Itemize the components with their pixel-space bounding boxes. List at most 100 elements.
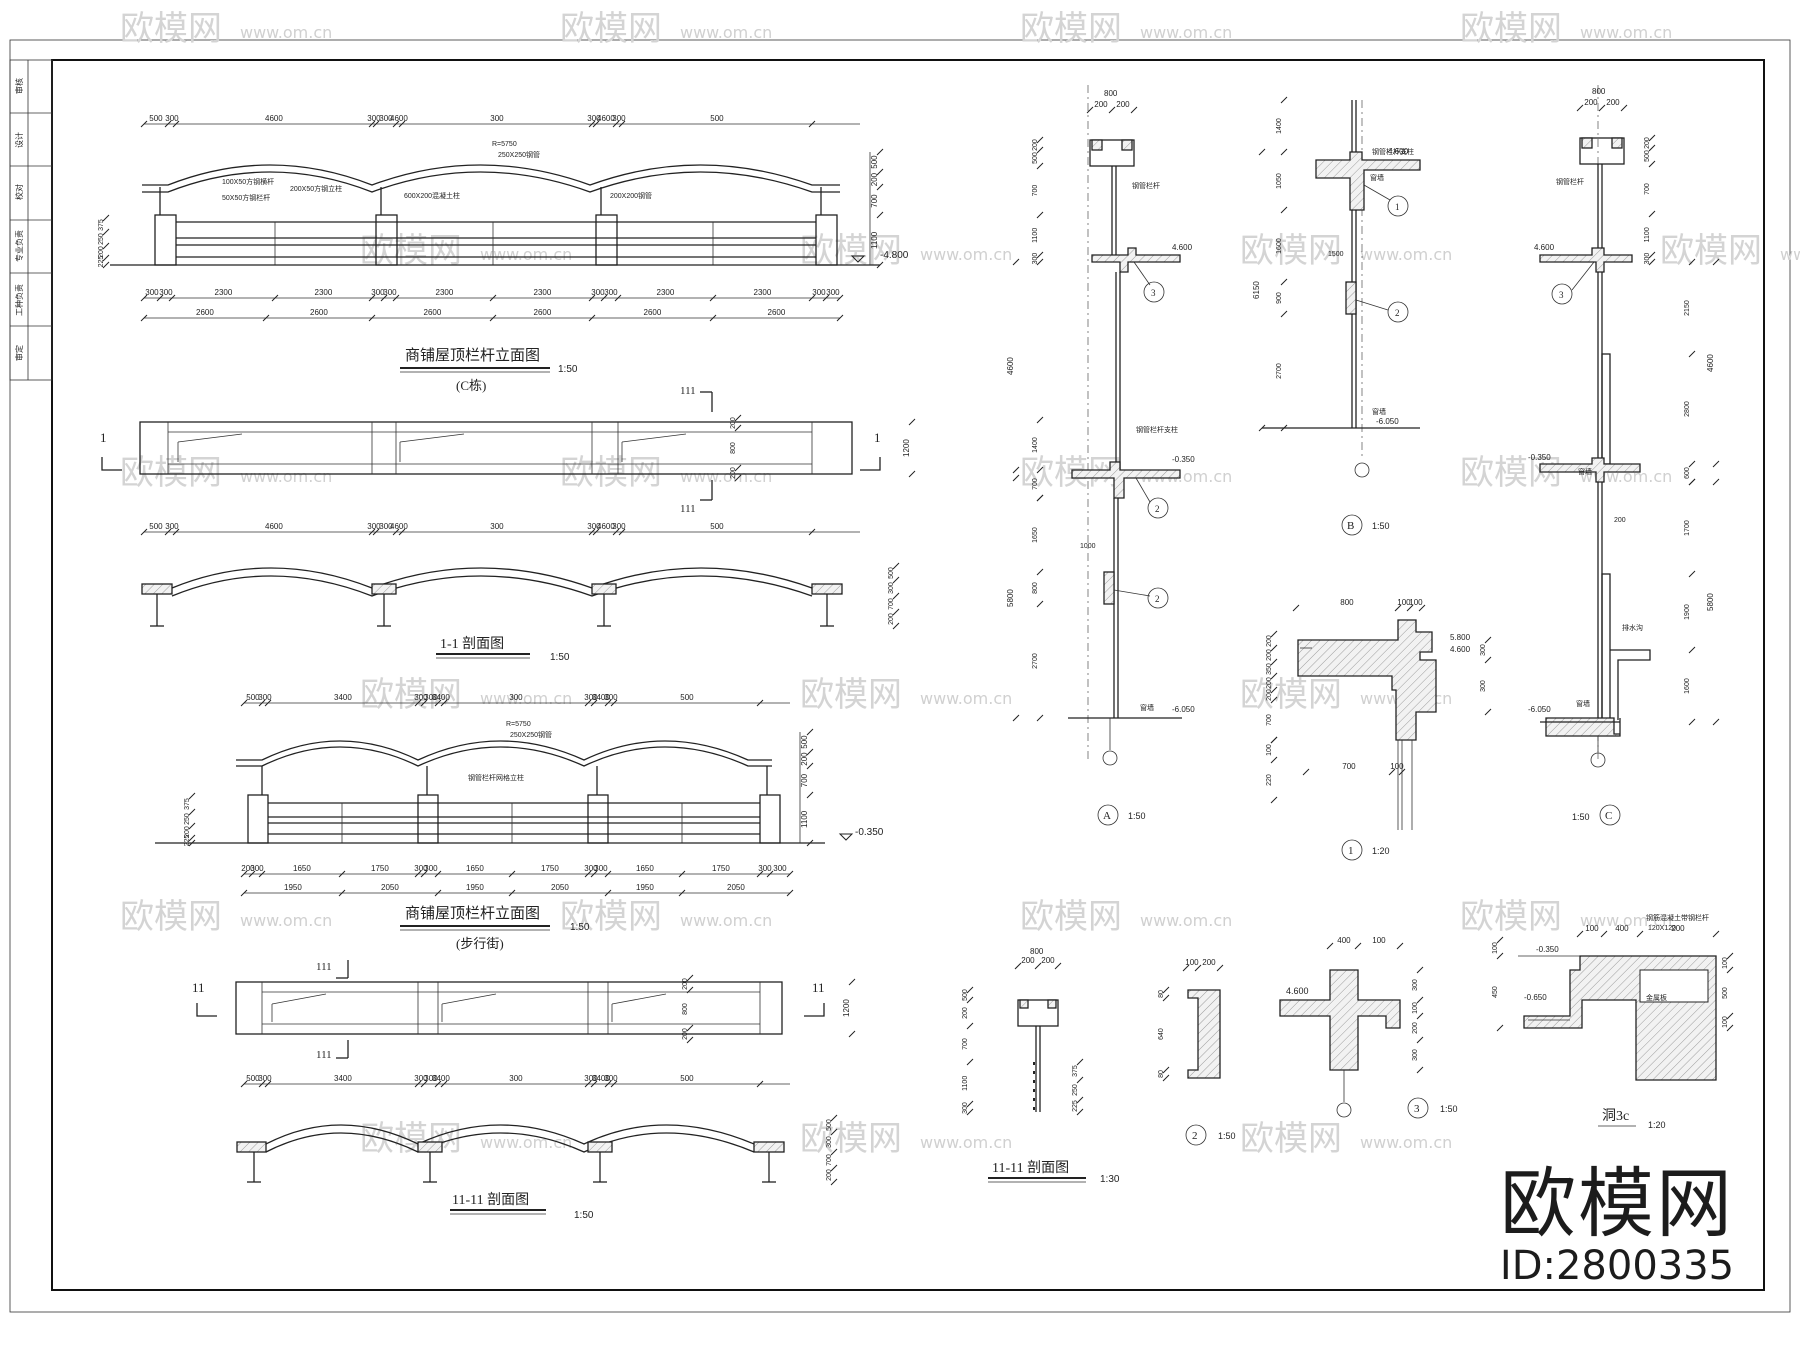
annotation-note: 钢管栏杆	[1556, 177, 1584, 186]
dimension-label: 500	[680, 693, 694, 702]
dimension-label: 500	[246, 693, 260, 702]
annotation-note: 200X200钢管	[610, 191, 652, 200]
dimension-label: 100	[1722, 1016, 1729, 1028]
dimension-label: 4600	[1706, 354, 1715, 372]
dimension-label: 300	[379, 114, 393, 123]
dimension-label: 200	[241, 864, 255, 873]
dimension-label: 300	[509, 1074, 523, 1083]
dimension-label: 100	[1266, 744, 1273, 756]
detail-1-scale: 1:20	[1372, 846, 1390, 856]
dimension-label: 300	[826, 1136, 833, 1148]
dimension-label: 500	[149, 522, 163, 531]
dimension-label: 225	[98, 256, 105, 268]
detail-3-level: 4.600	[1286, 986, 1309, 996]
annotation-note: 200X50方钢立柱	[290, 184, 342, 193]
dimension-label: 1950	[284, 883, 302, 892]
annotation-note: 金属板	[1646, 993, 1667, 1002]
dimension-label: 300	[604, 693, 618, 702]
dimension-label: 100	[1492, 942, 1499, 954]
dimension-label: 1050	[1276, 173, 1283, 189]
detail-3-label: 3	[1414, 1103, 1420, 1115]
annotation-note: 1000	[1080, 543, 1096, 550]
level-label: -0.650	[1524, 993, 1547, 1002]
dimension-label: 80	[1158, 990, 1165, 998]
annotation-note: 钢管栏杆支柱	[1136, 425, 1178, 434]
dimension-label: 2600	[196, 308, 214, 317]
dimension-label: 2300	[436, 288, 454, 297]
annotation-note: 窗墙	[1578, 467, 1592, 476]
level-label: -0.350	[1172, 455, 1195, 464]
dimension-label: 900	[1276, 292, 1283, 304]
level-label: -6.050	[1172, 705, 1195, 714]
dimension-label: 1100	[1032, 228, 1039, 243]
dimension-label: 3400	[432, 1074, 450, 1083]
dimension-label: 300	[424, 864, 438, 873]
dimension-label: 500	[710, 114, 724, 123]
dimension-label: 200	[1584, 98, 1598, 107]
annotation-note: 250X250钢管	[498, 150, 540, 159]
dimension-label: 200	[730, 417, 737, 429]
dimension-label: 3400	[432, 693, 450, 702]
watermark-name: 欧模网	[1460, 9, 1562, 49]
dimension-label: 200	[98, 246, 105, 258]
dimension-label: 700	[1266, 714, 1273, 726]
dimension-label: 200	[1041, 956, 1055, 965]
dimension-label: 1400	[1032, 437, 1039, 453]
dimension-label: 500	[1644, 150, 1651, 162]
detail-c-scale: 1:50	[1572, 812, 1590, 822]
dimension-label: 1200	[842, 999, 851, 1017]
dimension-label: 2700	[1032, 653, 1039, 669]
dimension-label: 300	[587, 114, 601, 123]
dimension-label: 500	[710, 522, 724, 531]
dimension-label: 300	[812, 288, 826, 297]
dimension-label: 3400	[334, 1074, 352, 1083]
elev-walk-title: 商铺屋顶栏杆立面图	[405, 905, 540, 922]
dimension-label: 2150	[1684, 300, 1691, 316]
dimension-label: 2300	[754, 288, 772, 297]
dimension-label: 300	[594, 864, 608, 873]
dimension-label: 1200	[902, 439, 911, 457]
annotation-note: 200	[1614, 517, 1626, 524]
title-block-label: 设计	[14, 132, 24, 148]
dimension-label: 100	[1185, 958, 1199, 967]
watermark-name: 欧模网	[800, 675, 902, 715]
dimension-label: 200	[1606, 98, 1620, 107]
dimension-label: 375	[1072, 1065, 1079, 1077]
dimension-label: 700	[870, 194, 879, 208]
watermark-url: www.om.cn	[240, 911, 332, 930]
detail-3c-label: 洞3c	[1602, 1108, 1629, 1124]
annotation-note: 钢管栏杆	[1132, 181, 1160, 190]
dimension-label: 300	[165, 522, 179, 531]
dimension-label: 3400	[592, 693, 610, 702]
dimension-label: 5800	[1006, 589, 1015, 607]
dimension-label: 500	[962, 989, 969, 1001]
annotation-note: 1500	[1328, 251, 1344, 258]
dimension-label: 300	[383, 288, 397, 297]
dimension-label: 200	[1032, 139, 1039, 151]
dimension-label: 500	[800, 735, 809, 749]
elev-c-scale: 1:50	[558, 364, 578, 375]
watermark-name: 欧模网	[120, 9, 222, 49]
watermark-name: 欧模网	[360, 675, 462, 715]
annotation-note: 排水沟	[1622, 623, 1643, 632]
detail-a-label-circle	[1097, 804, 1119, 826]
dimension-label: 300	[584, 864, 598, 873]
dimension-label: 300	[1480, 680, 1487, 692]
watermark-url: www.om.cn	[680, 23, 772, 42]
dimension-label: 1100	[870, 231, 879, 249]
annotation-note: 100X50方钢横杆	[222, 177, 274, 186]
dimension-label: 2300	[657, 288, 675, 297]
annotation-note: 钢管栏杆网格立柱	[468, 773, 524, 782]
dimension-label: 300	[424, 693, 438, 702]
watermark-url: www.om.cn	[480, 689, 572, 708]
level-label: -0.350	[1528, 453, 1551, 462]
plan-c-section-bottom: 111	[680, 503, 696, 515]
dimension-label: 200	[1266, 677, 1273, 689]
dimension-label: 200	[888, 613, 895, 625]
dimension-label: 300	[414, 864, 428, 873]
